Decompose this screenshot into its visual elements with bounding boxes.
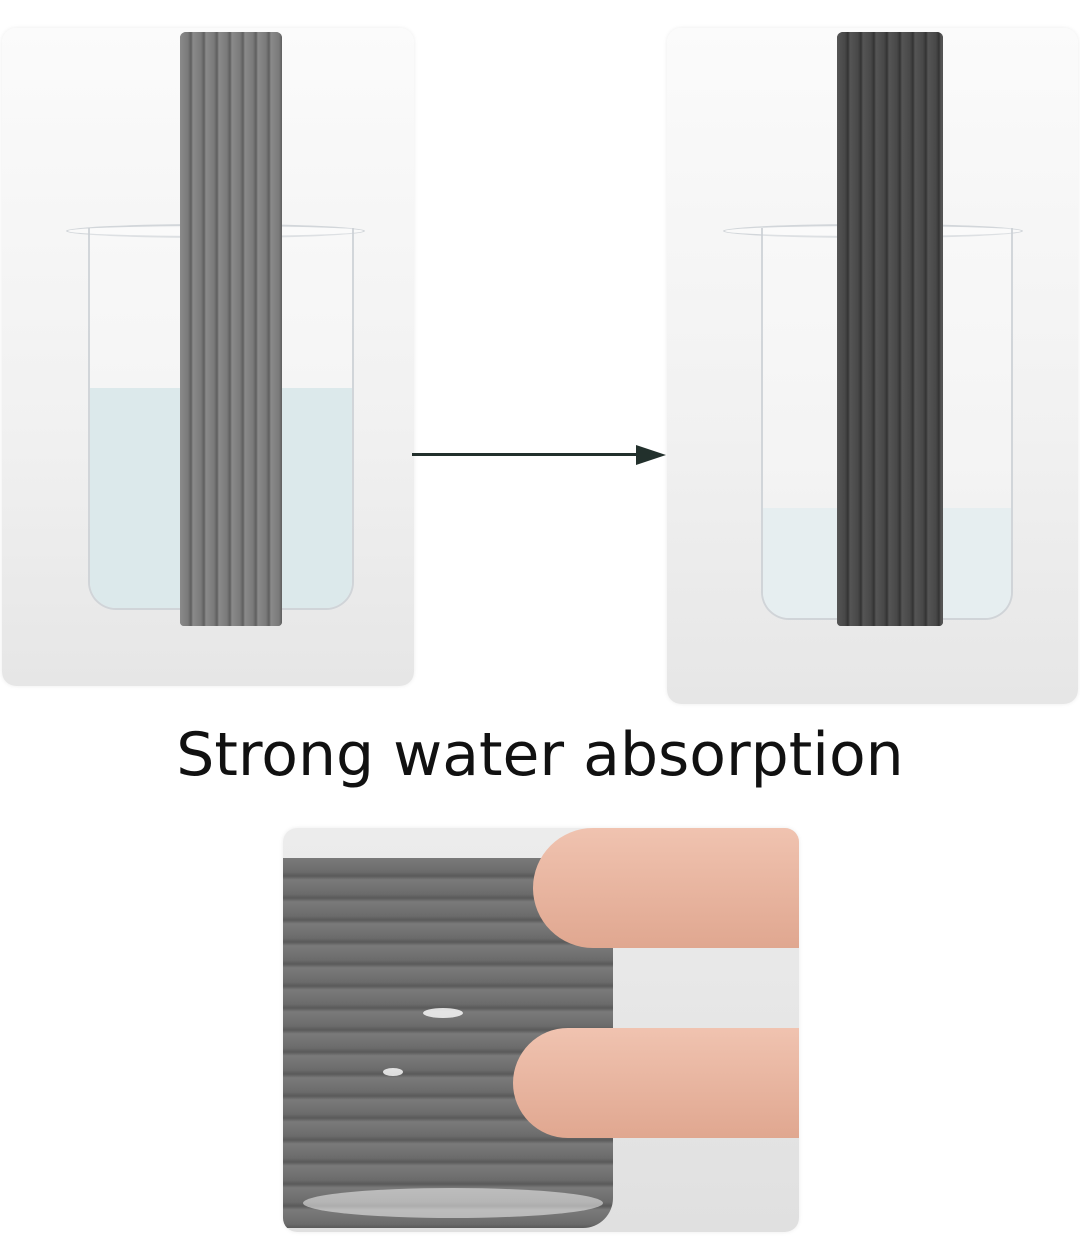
before-image-panel: [2, 28, 414, 686]
caption-heading: Strong water absorption: [176, 720, 904, 790]
sponge-stick-dry: [180, 32, 282, 626]
water-drop: [383, 1068, 403, 1076]
squeeze-image-panel: [283, 828, 799, 1232]
sponge-stick-wet: [837, 32, 943, 626]
water-splash: [303, 1188, 603, 1218]
arrow-right-icon: [412, 445, 666, 465]
water-drop: [423, 1008, 463, 1018]
hand-finger: [513, 1028, 799, 1138]
hand-thumb: [533, 828, 799, 948]
after-image-panel: [667, 28, 1078, 704]
